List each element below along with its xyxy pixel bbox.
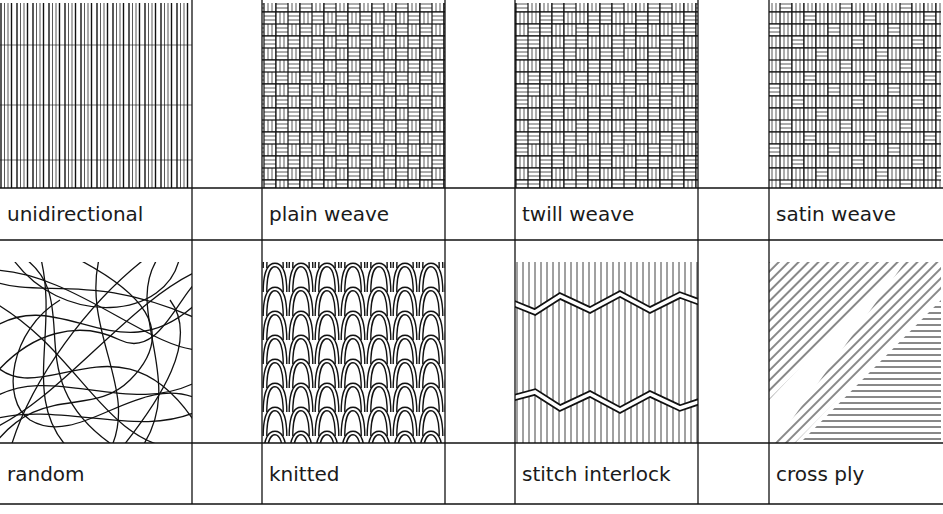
cell-label: knitted [269,462,340,486]
cell-label: stitch interlock [522,462,671,486]
cell-label: unidirectional [7,202,143,226]
cell-label: cross ply [776,462,864,486]
cell-label: random [7,462,85,486]
cell-label: twill weave [522,202,634,226]
cell-label: plain weave [269,202,389,226]
cell-label: satin weave [776,202,896,226]
